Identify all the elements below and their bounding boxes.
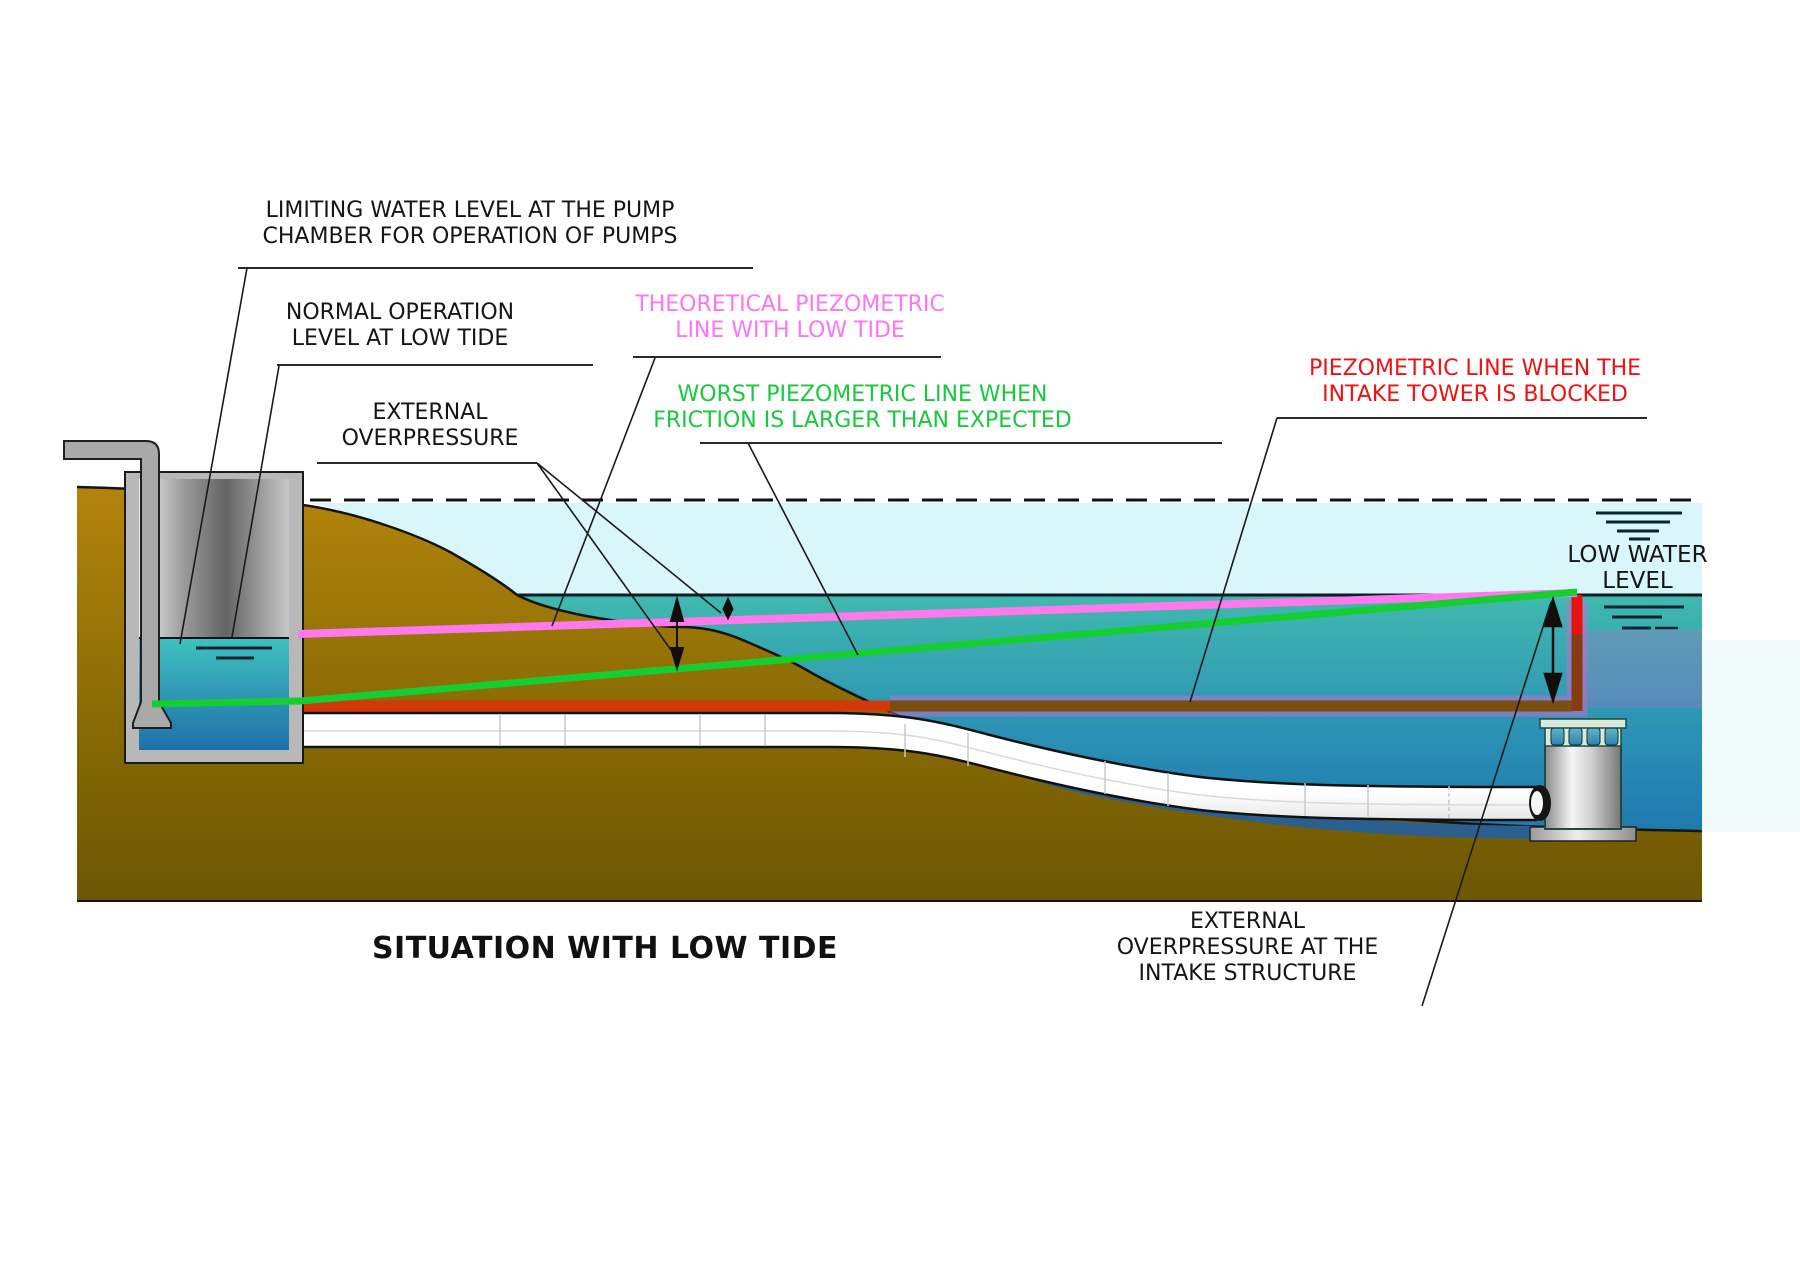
ground-terrain (77, 487, 1702, 902)
intake-pipe (293, 711, 1538, 822)
intake-overpressure-arrow (1543, 595, 1563, 705)
label-limiting-water-level: LIMITING WATER LEVEL AT THE PUMP CHAMBER… (262, 198, 678, 249)
water-level-icon (1604, 605, 1684, 630)
intake-tower-rim (1539, 718, 1627, 729)
water-level-icon (196, 646, 272, 660)
blocked-piezometric-line (298, 595, 1702, 717)
label-intake-overpressure: EXTERNAL OVERPRESSURE AT THE INTAKE STRU… (1116, 909, 1379, 986)
chamber-water (139, 638, 289, 750)
suction-pipe (63, 440, 172, 729)
label-blocked-piezometric: PIEZOMETRIC LINE WHEN THE INTAKE TOWER I… (1308, 356, 1642, 407)
label-leaders (179, 267, 1647, 1007)
water-level-icon (1596, 511, 1682, 541)
worst-piezometric-line (151, 588, 1578, 708)
overpressure-arrow-small (722, 596, 734, 621)
overpressure-arrow (669, 595, 685, 672)
pipe-joints (499, 714, 1450, 819)
label-low-water-level: LOW WATER LEVEL (1567, 542, 1708, 594)
label-worst-piezometric: WORST PIEZOMETRIC LINE WHEN FRICTION IS … (653, 382, 1072, 433)
page-title: SITUATION WITH LOW TIDE (371, 931, 839, 966)
intake-tower (1529, 718, 1637, 842)
label-external-overpressure: EXTERNAL OVERPRESSURE (341, 400, 519, 451)
theoretical-piezometric-line (297, 589, 1578, 638)
intake-tower-body (1544, 744, 1622, 830)
label-theoretical-piezometric: THEORETICAL PIEZOMETRIC LINE WITH LOW TI… (635, 292, 945, 343)
label-normal-operation-level: NORMAL OPERATION LEVEL AT LOW TIDE (285, 300, 515, 351)
sea-faded-edge (1702, 640, 1800, 832)
pipe-trench-shadow (1008, 760, 1533, 839)
pump-chamber (63, 440, 304, 764)
